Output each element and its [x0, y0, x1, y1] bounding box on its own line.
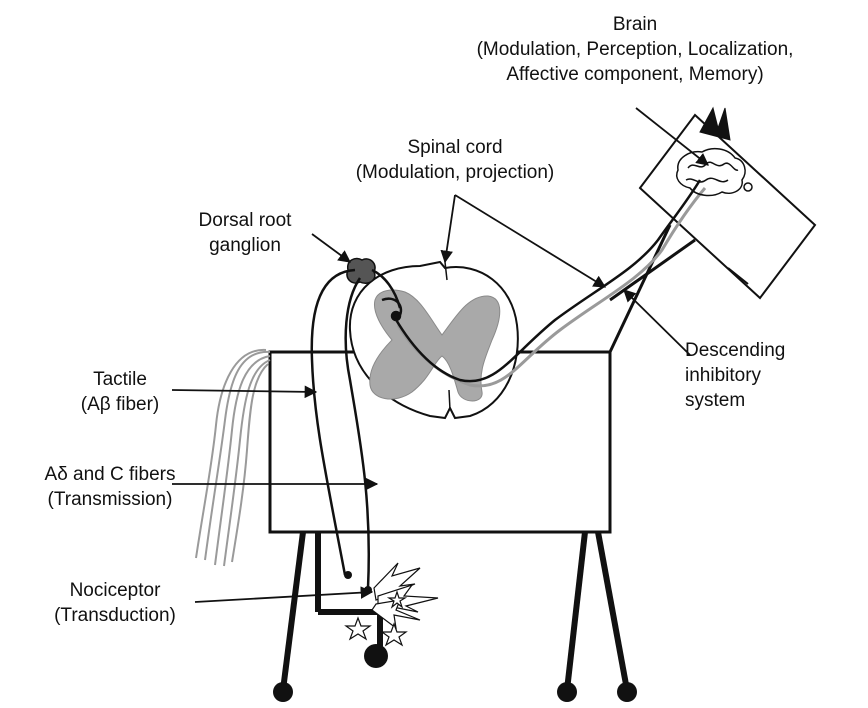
- descending-line-3: system: [685, 390, 746, 411]
- horse-head: [638, 113, 817, 300]
- label-descending: Descending inhibitory system: [685, 338, 815, 413]
- descending-line-2: inhibitory: [685, 365, 762, 386]
- nociceptor-line-1: Nociceptor: [69, 580, 161, 601]
- arrow-spinal-cord-right: [454, 194, 607, 288]
- drg-line-2: ganglion: [209, 235, 281, 256]
- fibers-line-1: Aδ and C fibers: [44, 464, 176, 485]
- hooves: [273, 644, 637, 702]
- fibers-line-2: (Transmission): [47, 489, 173, 510]
- tactile-line-2: (Aβ fiber): [80, 394, 160, 415]
- sensory-fibers: [310, 268, 403, 589]
- spinal-cord-section: [348, 260, 519, 420]
- horse-neck-front: [608, 224, 672, 353]
- nociceptor-line-2: (Transduction): [54, 605, 176, 626]
- descending-line-1: Descending: [685, 340, 786, 361]
- tactile-fiber: [310, 268, 356, 576]
- arrow-nociceptor: [194, 586, 374, 603]
- ascending-pathway: [393, 179, 702, 383]
- hoof-4: [617, 682, 637, 702]
- c-fiber: [344, 277, 371, 589]
- spinal-cord-title: Spinal cord: [407, 137, 503, 158]
- arrow-drg: [311, 233, 352, 263]
- horse-legs: [280, 531, 630, 691]
- grey-matter: [369, 289, 501, 402]
- horse-ears: [699, 106, 731, 141]
- horse-tail: [195, 348, 271, 567]
- arrow-spinal-cord-left: [440, 194, 456, 264]
- horse-mouth: [727, 267, 749, 285]
- brain-detail-1: (Modulation, Perception, Localization,: [476, 39, 794, 60]
- brain-title: Brain: [612, 14, 658, 35]
- hoof-3: [557, 682, 577, 702]
- leg-bent: [318, 609, 383, 650]
- label-drg: Dorsal root ganglion: [175, 208, 315, 258]
- brain-detail-2: Affective component, Memory): [506, 64, 764, 85]
- annotation-arrows: [171, 107, 709, 603]
- leg-back-right: [595, 531, 630, 691]
- arrow-descending: [623, 289, 691, 356]
- leg-back-left: [564, 531, 588, 691]
- label-tactile: Tactile (Aβ fiber): [55, 367, 185, 417]
- arrow-tactile: [171, 385, 318, 399]
- drg-line-1: Dorsal root: [198, 210, 292, 231]
- brain: [676, 147, 753, 197]
- fiber-end-1: [344, 571, 352, 579]
- spinal-cord-detail: (Modulation, projection): [355, 162, 555, 183]
- stimulus-stars: [344, 590, 408, 647]
- label-fibers: Aδ and C fibers (Transmission): [25, 462, 195, 512]
- leg-front-left: [280, 531, 306, 691]
- label-brain: Brain (Modulation, Perception, Localizat…: [440, 12, 830, 87]
- horse-neck-back: [609, 238, 696, 302]
- tactile-line-1: Tactile: [93, 369, 147, 390]
- label-nociceptor: Nociceptor (Transduction): [40, 578, 190, 628]
- label-spinal-cord: Spinal cord (Modulation, projection): [320, 135, 590, 185]
- arrow-brain: [635, 107, 709, 166]
- hoof-2: [364, 644, 388, 668]
- hoof-1: [273, 682, 293, 702]
